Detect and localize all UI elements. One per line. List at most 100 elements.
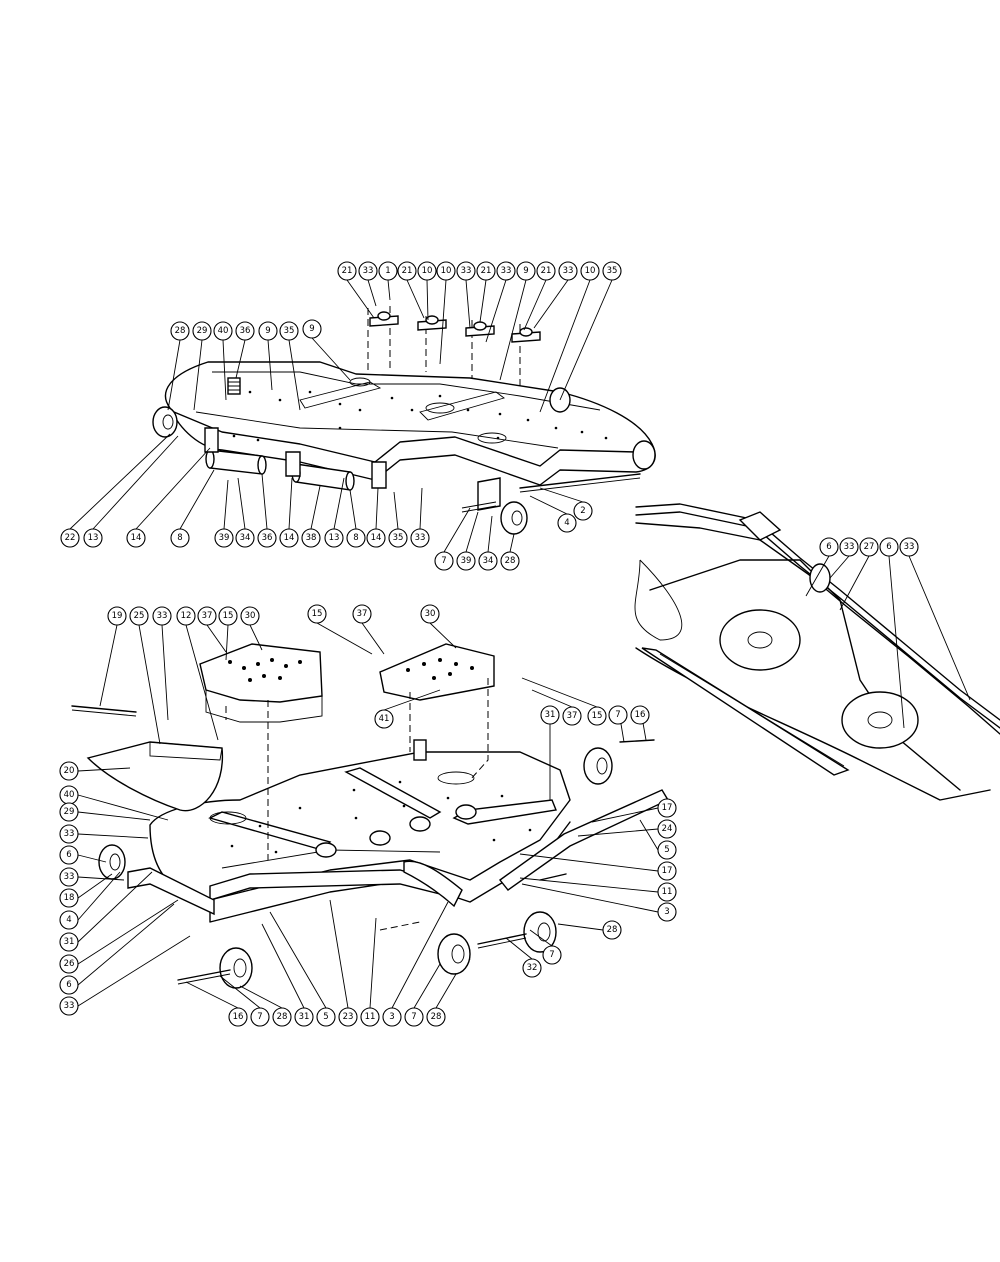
callout-bottom-3: 37 xyxy=(197,606,217,626)
callout-bottom-37: 16 xyxy=(228,1007,248,1027)
callout-top-3: 21 xyxy=(397,261,417,281)
callout-top-29: 38 xyxy=(301,528,321,548)
callout-circle xyxy=(456,551,476,571)
callout-circle xyxy=(192,321,212,341)
callout-top-19: 35 xyxy=(279,321,299,341)
callout-label: 15 xyxy=(592,711,603,721)
callout-label: 14 xyxy=(131,533,142,543)
callout-circle xyxy=(540,705,560,725)
callout-label: 15 xyxy=(223,611,234,621)
callout-label: 10 xyxy=(585,266,596,276)
callout-circle xyxy=(213,321,233,341)
callout-circle xyxy=(279,528,299,548)
callout-circle xyxy=(338,1007,358,1027)
callout-label: 33 xyxy=(563,266,574,276)
callout-label: 28 xyxy=(277,1012,288,1022)
callout-circle xyxy=(410,528,430,548)
callout-label: 33 xyxy=(64,829,75,839)
callout-circle xyxy=(580,261,600,281)
callout-label: 35 xyxy=(284,326,295,336)
callout-label: 3 xyxy=(664,907,669,917)
callout-circle xyxy=(374,709,394,729)
callout-detail-1: 33 xyxy=(839,537,859,557)
callout-label: 28 xyxy=(431,1012,442,1022)
callout-circle xyxy=(417,261,437,281)
callout-label: 36 xyxy=(262,533,273,543)
callout-label: 33 xyxy=(64,1001,75,1011)
callout-circle xyxy=(608,705,628,725)
callout-circle xyxy=(214,528,234,548)
callout-label: 11 xyxy=(662,887,673,897)
callout-circle xyxy=(60,528,80,548)
callout-label: 33 xyxy=(844,542,855,552)
callout-circle xyxy=(397,261,417,281)
callout-circle xyxy=(257,528,277,548)
callout-label: 19 xyxy=(112,611,123,621)
callout-label: 33 xyxy=(157,611,168,621)
callout-bottom-7: 15 xyxy=(307,604,327,624)
callout-label: 33 xyxy=(501,266,512,276)
callout-circle xyxy=(557,513,577,533)
callout-top-32: 14 xyxy=(366,528,386,548)
callout-circle xyxy=(630,705,650,725)
callout-label: 23 xyxy=(343,1012,354,1022)
callout-label: 7 xyxy=(615,710,620,720)
callout-label: 33 xyxy=(363,266,374,276)
callout-label: 28 xyxy=(505,556,516,566)
callout-label: 29 xyxy=(64,807,75,817)
callout-top-35: 7 xyxy=(434,551,454,571)
callout-circle xyxy=(358,261,378,281)
callout-bottom-44: 3 xyxy=(382,1007,402,1027)
callout-bottom-10: 41 xyxy=(374,709,394,729)
callout-label: 28 xyxy=(607,925,618,935)
callout-circle xyxy=(152,606,172,626)
bottom-deck-view xyxy=(71,622,669,1009)
callout-bottom-24: 31 xyxy=(59,932,79,952)
callout-bottom-1: 25 xyxy=(129,606,149,626)
callout-top-5: 10 xyxy=(436,261,456,281)
callout-label: 7 xyxy=(257,1012,262,1022)
callout-circle xyxy=(240,606,260,626)
callout-bottom-12: 15 xyxy=(587,706,607,726)
callout-circle xyxy=(197,606,217,626)
callout-circle xyxy=(107,606,127,626)
callout-bottom-18: 29 xyxy=(59,802,79,822)
callout-top-12: 10 xyxy=(580,261,600,281)
callout-label: 10 xyxy=(422,266,433,276)
callout-circle xyxy=(301,528,321,548)
callout-bottom-13: 37 xyxy=(562,706,582,726)
callout-top-30: 13 xyxy=(324,528,344,548)
callout-circle xyxy=(59,954,79,974)
callout-label: 2 xyxy=(580,506,585,516)
callout-label: 13 xyxy=(329,533,340,543)
callout-circle xyxy=(235,528,255,548)
callout-circle xyxy=(476,261,496,281)
callout-circle xyxy=(657,902,677,922)
callout-label: 22 xyxy=(65,533,76,543)
callout-circle xyxy=(657,819,677,839)
callout-label: 14 xyxy=(371,533,382,543)
callout-circle xyxy=(536,261,556,281)
callout-circle xyxy=(420,604,440,624)
callout-top-10: 21 xyxy=(536,261,556,281)
callout-detail-2: 27 xyxy=(859,537,879,557)
callout-bottom-46: 28 xyxy=(426,1007,446,1027)
callout-label: 21 xyxy=(342,266,353,276)
callout-top-21: 22 xyxy=(60,528,80,548)
callout-label: 41 xyxy=(379,714,390,724)
callout-label: 5 xyxy=(323,1012,328,1022)
callout-top-17: 36 xyxy=(235,321,255,341)
callout-circle xyxy=(657,861,677,881)
callout-bottom-30: 5 xyxy=(657,840,677,860)
callout-label: 33 xyxy=(64,872,75,882)
callout-bottom-38: 7 xyxy=(250,1007,270,1027)
callout-circle xyxy=(59,761,79,781)
callout-circle xyxy=(59,932,79,952)
callout-circle xyxy=(360,1007,380,1027)
callout-label: 33 xyxy=(415,533,426,543)
callout-top-8: 33 xyxy=(496,261,516,281)
callout-label: 3 xyxy=(389,1012,394,1022)
callout-bottom-36: 32 xyxy=(522,958,542,978)
callout-circle xyxy=(59,996,79,1016)
callout-circle xyxy=(657,798,677,818)
